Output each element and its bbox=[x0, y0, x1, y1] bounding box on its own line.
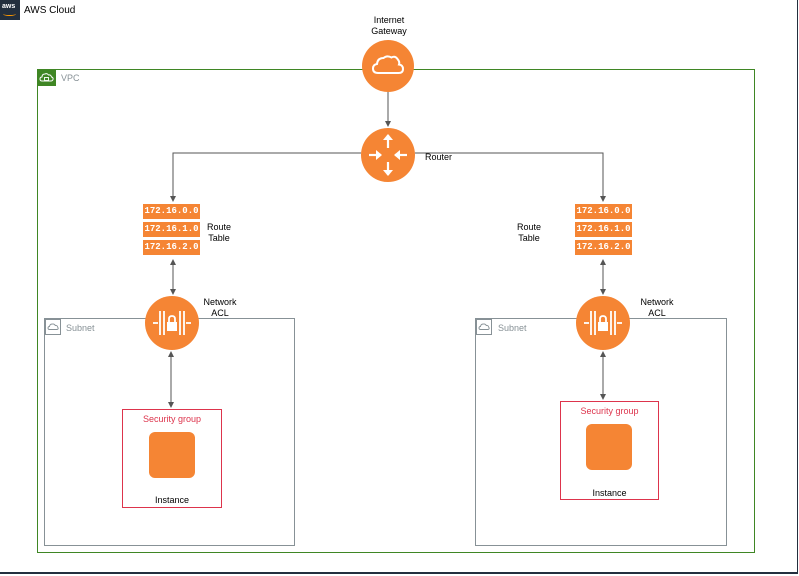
subnet-right-icon bbox=[476, 319, 492, 335]
subnet-right-title: Subnet bbox=[498, 323, 527, 333]
security-group-left-title: Security group bbox=[142, 414, 202, 424]
aws-logo-icon: aws bbox=[0, 0, 20, 20]
subnet-left-icon bbox=[45, 319, 61, 335]
route-entry: 172.16.1.0 bbox=[143, 222, 200, 237]
network-acl-right-icon bbox=[576, 296, 630, 350]
instance-right-icon bbox=[586, 424, 632, 470]
router-icon bbox=[361, 128, 415, 182]
instance-right-label: Instance bbox=[592, 488, 627, 498]
router-label: Router bbox=[425, 152, 453, 162]
network-acl-left-icon bbox=[145, 296, 199, 350]
instance-left-label: Instance bbox=[154, 495, 190, 505]
internet-gateway-icon bbox=[362, 40, 414, 92]
security-group-left bbox=[122, 409, 222, 508]
route-entry: 172.16.0.0 bbox=[143, 204, 200, 219]
route-entry: 172.16.2.0 bbox=[575, 240, 632, 255]
security-group-right bbox=[560, 401, 659, 500]
security-group-right-title: Security group bbox=[580, 406, 639, 416]
vpc-cloud-icon bbox=[37, 69, 56, 86]
route-entry: 172.16.2.0 bbox=[143, 240, 200, 255]
route-entry: 172.16.1.0 bbox=[575, 222, 632, 237]
route-entry: 172.16.0.0 bbox=[575, 204, 632, 219]
subnet-left-title: Subnet bbox=[66, 323, 95, 333]
instance-left-icon bbox=[149, 432, 195, 478]
aws-cloud-title: AWS Cloud bbox=[24, 5, 76, 16]
line-router-right-table bbox=[415, 152, 606, 202]
route-table-left: 172.16.0.0 172.16.1.0 172.16.2.0 bbox=[143, 204, 200, 255]
route-table-right: 172.16.0.0 172.16.1.0 172.16.2.0 bbox=[575, 204, 632, 255]
line-router-left-table bbox=[170, 152, 361, 202]
vpc-title: VPC bbox=[61, 73, 80, 83]
